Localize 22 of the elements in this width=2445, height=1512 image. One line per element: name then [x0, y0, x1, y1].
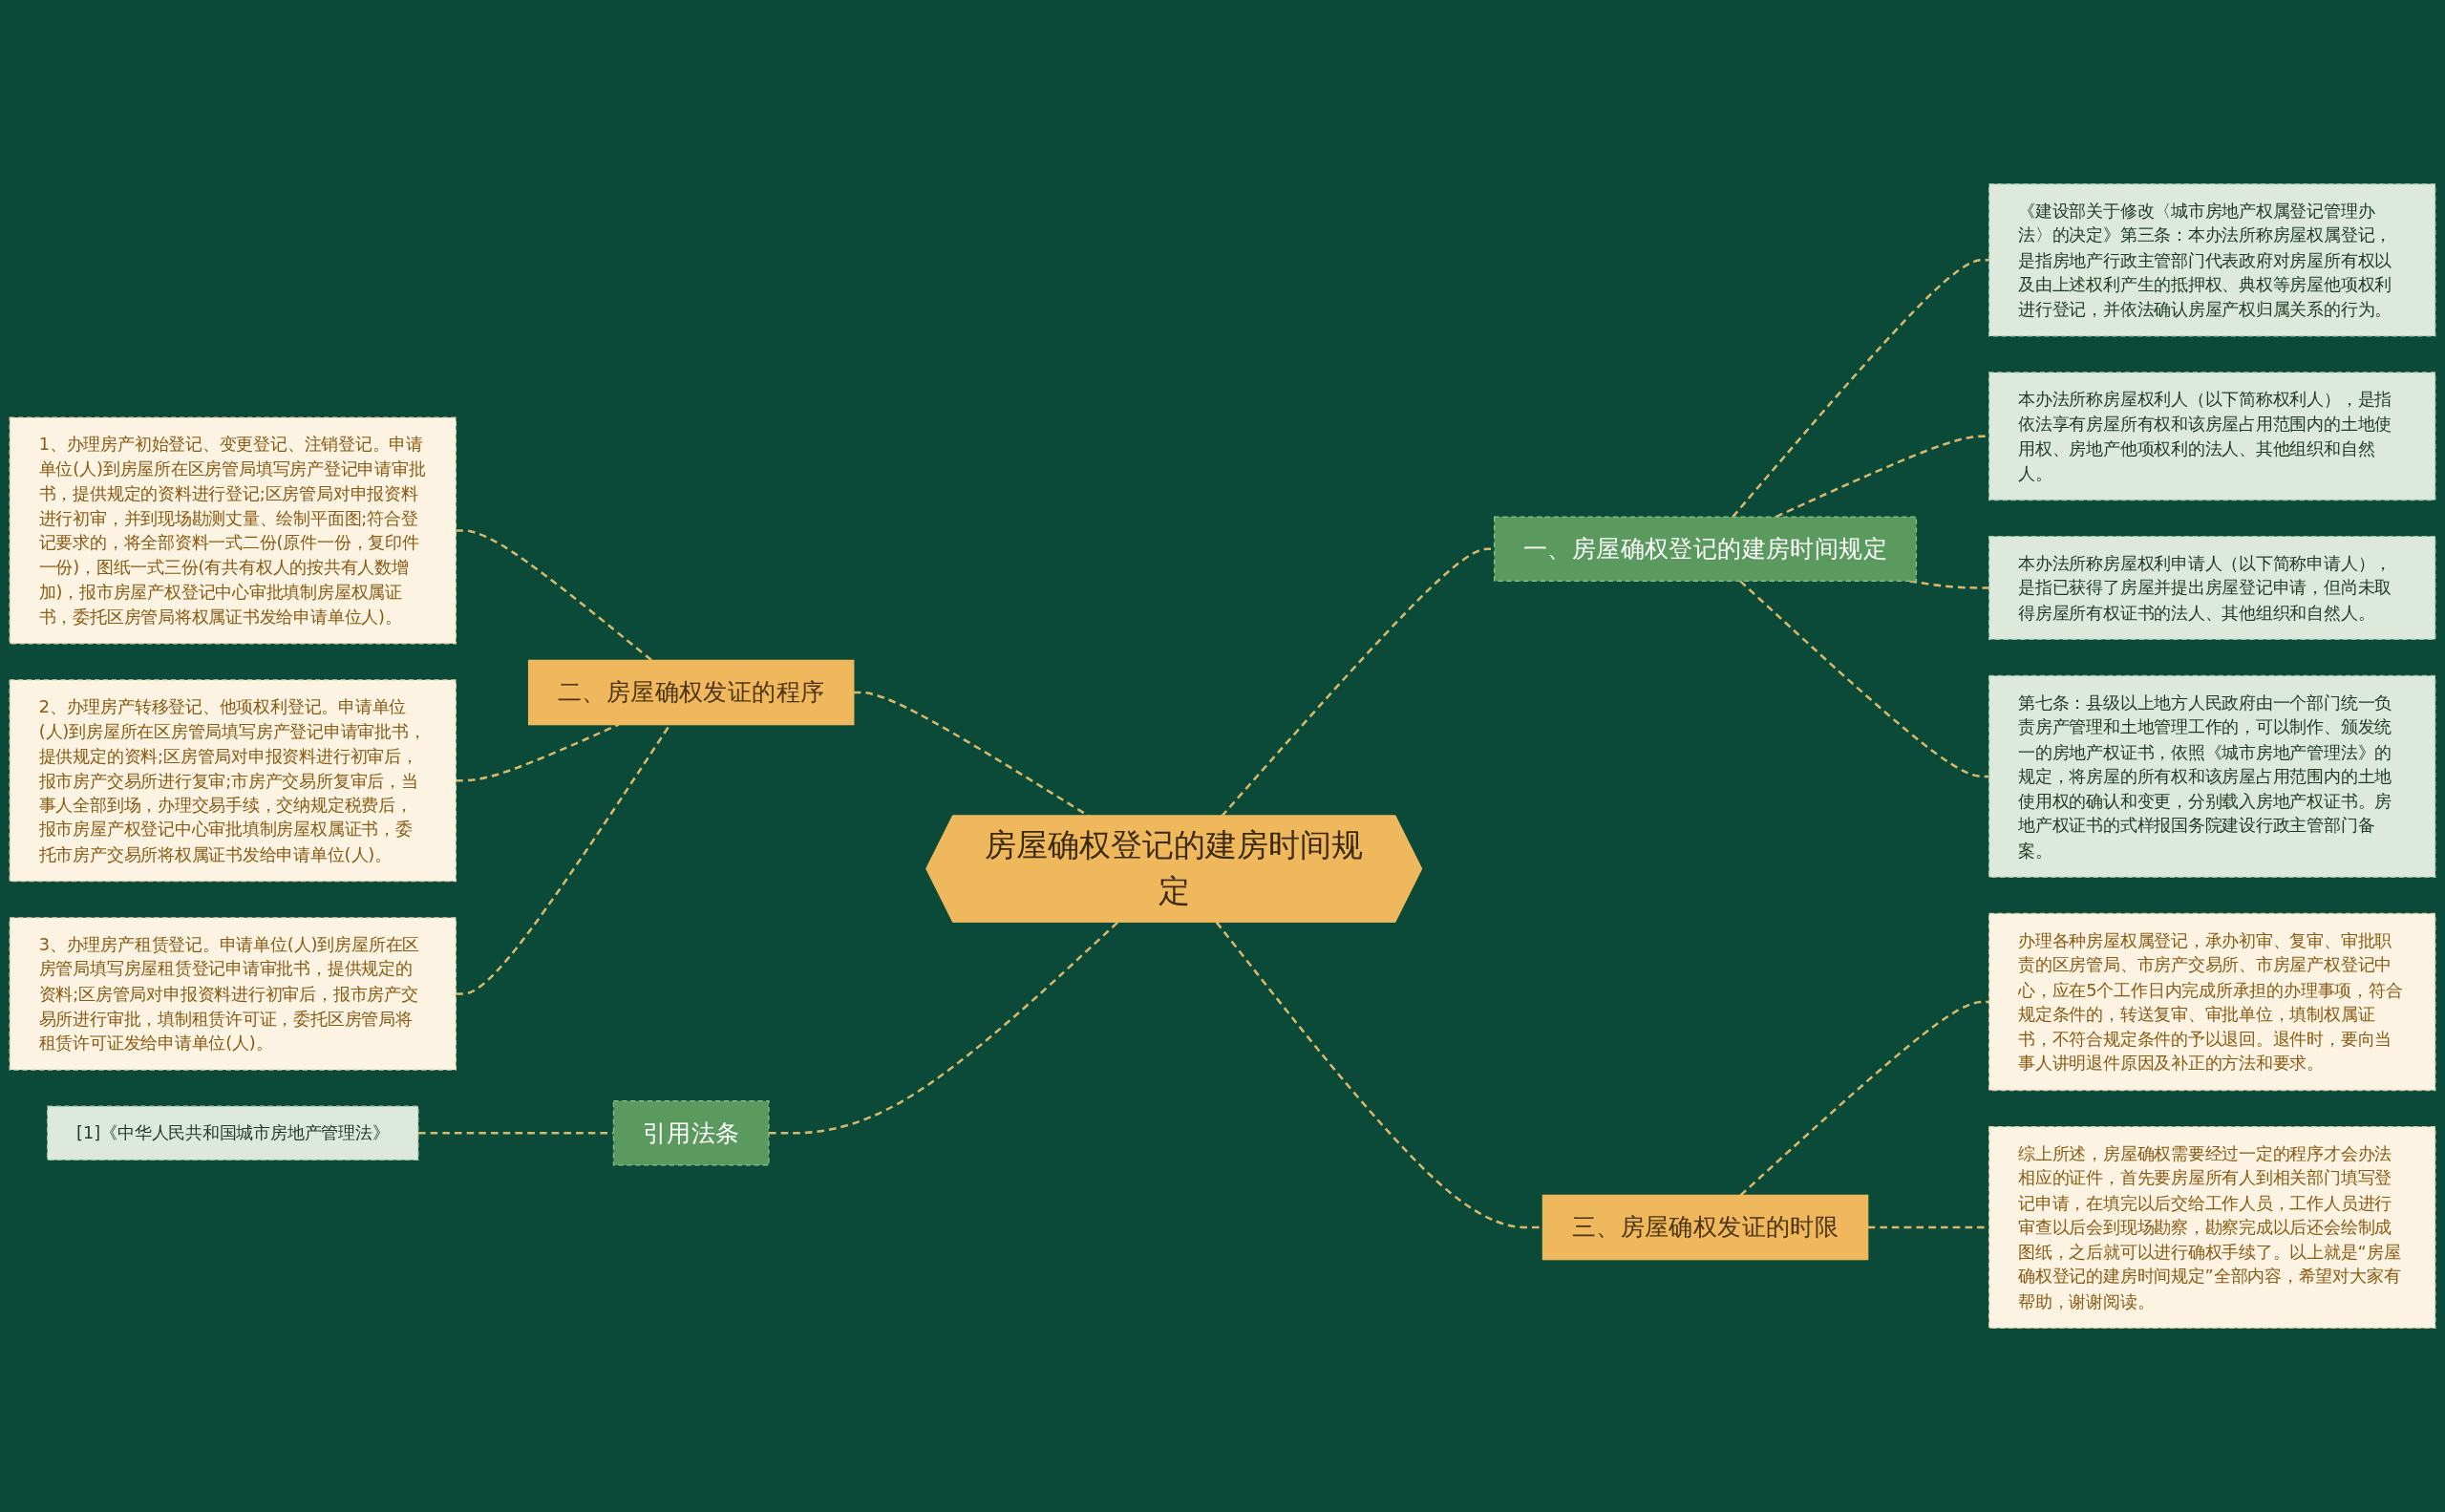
node-box: 引用法条 — [612, 1100, 770, 1166]
node-box: 2、办理房产转移登记、他项权利登记。申请单位(人)到房屋所在区房管局填写房产登记申请审批书，提供规定的资料;区房管局对申报资料进行初审后，报市房产交易所进行复审;市房产交易所复审后，当事人全部到场，办理交易手续，交纳规定税费后，报市房屋产权登记中心审批填制房屋权属证书，委托市房产交易所将权属证书发给申请单位(人)。 — [9, 679, 457, 883]
node-box: 本办法所称房屋权利申请人（以下简称申请人），是指已获得了房屋并提出房屋登记申请，但尚未取得房屋所有权证书的法人、其他组织和自然人。 — [1988, 535, 2436, 640]
connector — [456, 723, 671, 995]
node-box: 1、办理房产初始登记、变更登记、注销登记。申请单位(人)到房屋所在区房管局填写房产登记申请审批书，提供规定的资料进行登记;区房管局对申报资料进行初审，并到现场勘测丈量、绘制平面图;符合登记要求的，将全部资料一式二份(原件一份，复印件一份)，图纸一式三份(有共有权人的按共有人数增加)，报市房屋产权登记中心审批填制房屋权属证书，委托区房管局将权属证书发给申请单位人)。 — [9, 416, 457, 645]
node-box: 一、房屋确权登记的建房时间规定 — [1493, 516, 1918, 583]
node-box: 《建设部关于修改〈城市房地产权属登记管理办法〉的决定》第三条：本办法所称房屋权属登记，是指房地产行政主管部门代表政府对房屋所有权以及由上述权利产生的抵押权、典权等房屋他项权利进行登记，并依法确认房屋产权归属关系的行为。 — [1988, 182, 2436, 337]
connector — [1739, 1000, 1989, 1197]
connector — [768, 921, 1119, 1135]
connector — [1732, 258, 1989, 518]
node-box: 三、房屋确权发证的时限 — [1541, 1194, 1869, 1261]
connector — [1909, 580, 1989, 589]
node-box: 办理各种房屋权属登记，承办初审、复审、审批职责的区房管局、市房产交易所、市房屋产权登记中心，应在5个工作日内完成所承担的办理事项，符合规定条件的，转送复审、审批单位，填制权属证书，不符合规定条件的予以退回。退件时，要向当事人讲明退件原因及补正的方法和要求。 — [1988, 912, 2436, 1092]
node-box: 本办法所称房屋权利人（以下简称权利人），是指依法享有房屋所有权和该房屋占用范围内的土地使用权、房地产他项权利的法人、其他组织和自然人。 — [1988, 372, 2436, 501]
node-box: [1]《中华人民共和国城市房地产管理法》 — [46, 1105, 419, 1161]
connector — [456, 529, 653, 662]
connector — [1739, 580, 1989, 778]
node-box: 3、办理房产租赁登记。申请单位(人)到房屋所在区房管局填写房屋租赁登记申请审批书，提供规定的资料;区房管局对申报资料进行初审后，报市房产交易所进行审批，填制租赁许可证，委托区房管局将租赁许可证发给申请单位(人)。 — [9, 917, 457, 1071]
node-box: 综上所述，房屋确权需要经过一定的程序才会办法相应的证件，首先要房屋所有人到相关部门填写登记申请，在填完以后交给工作人员，工作人员进行审查以后会到现场勘察，勘察完成以后还会绘制成图纸，之后就可以进行确权手续了。以上就是“房屋确权登记的建房时间规定”全部内容，希望对大家有帮助，谢谢阅读。 — [1988, 1125, 2436, 1330]
node-box: 二、房屋确权发证的程序 — [527, 659, 855, 726]
connector — [456, 723, 620, 782]
node-box: 第七条：县级以上地方人民政府由一个部门统一负责房产管理和土地管理工作的，可以制作、颁发统一的房地产权证书，依照《城市房地产管理法》的规定，将房屋的所有权和该房屋占用范围内的土地使用权的确认和变更，分别载入房地产权证书。房地产权证书的式样报国务院建设行政主管部门备案。 — [1988, 674, 2436, 878]
